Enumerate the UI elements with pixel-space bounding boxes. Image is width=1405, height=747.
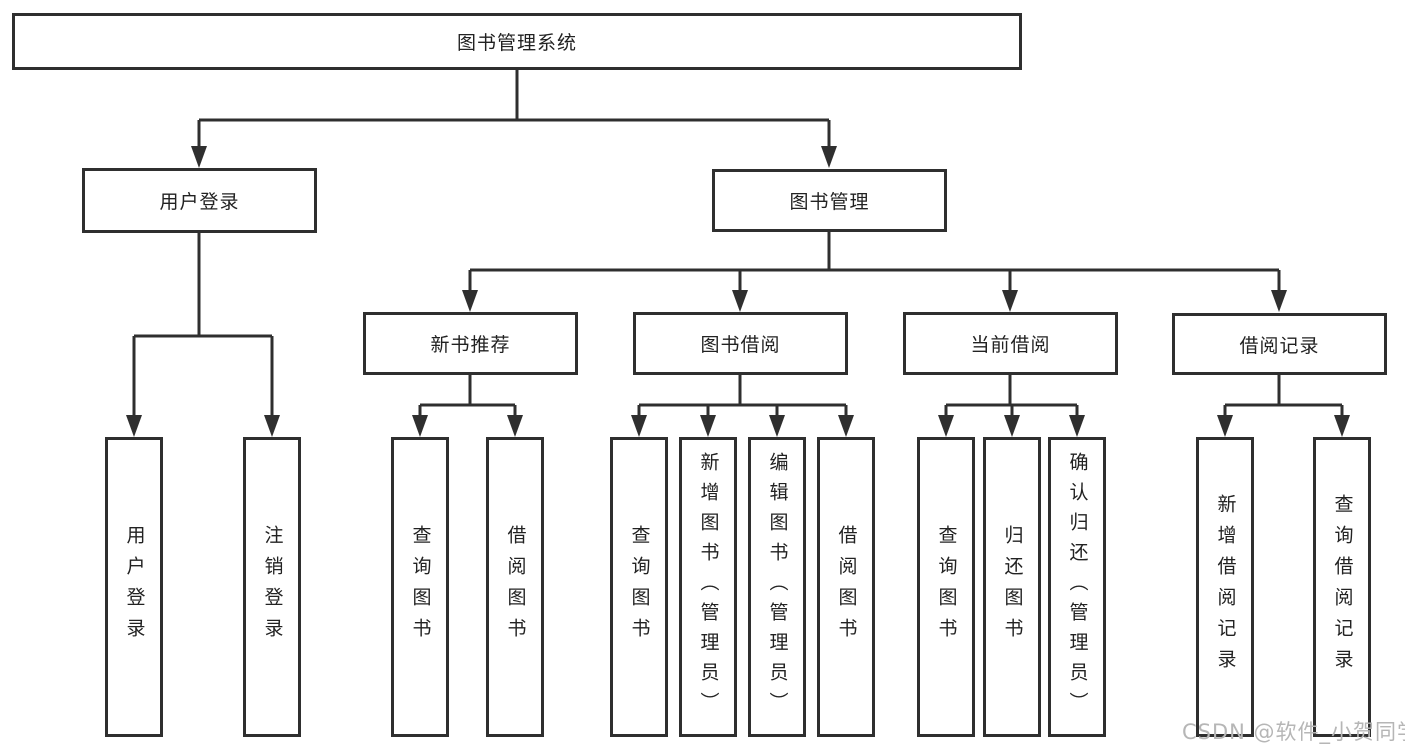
leaf-label: 借阅图书 [504,525,527,649]
leaf-label: 归还图书 [1001,525,1024,649]
leaf-query-books-current: 查询图书 [917,437,975,737]
edge-new-book-recommend-children [412,375,523,437]
node-borrow-records: 借阅记录 [1172,313,1387,375]
leaf-label: 查询借阅记录 [1331,494,1354,680]
node-label: 图书借阅 [700,334,781,356]
node-user-login: 用户登录 [82,168,317,233]
leaf-label: 查询图书 [409,525,432,649]
leaf-label: 编辑图书（管理员） [766,452,789,722]
node-label: 图书管理 [789,191,870,213]
leaf-add-book-admin: 新增图书（管理员） [679,437,737,737]
leaf-query-books-recommend: 查询图书 [391,437,449,737]
leaf-query-borrow-record: 查询借阅记录 [1313,437,1371,737]
node-label: 当前借阅 [970,334,1051,356]
leaf-label: 借阅图书 [835,525,858,649]
node-new-book-recommend: 新书推荐 [363,312,578,375]
csdn-watermark: CSDN @软件_小贺同学 [1182,720,1405,744]
edge-book-management-children [462,232,1287,312]
leaf-label: 查询图书 [935,525,958,649]
leaf-label: 查询图书 [628,525,651,649]
node-label: 新书推荐 [430,334,511,356]
leaf-user-login: 用户登录 [105,437,163,737]
leaf-label: 新增借阅记录 [1214,494,1237,680]
leaf-borrow-books-recommend: 借阅图书 [486,437,544,737]
leaf-confirm-return-admin: 确认归还（管理员） [1048,437,1106,737]
leaf-query-books-borrow: 查询图书 [610,437,668,737]
node-label: 借阅记录 [1239,334,1320,357]
leaf-edit-book-admin: 编辑图书（管理员） [748,437,806,737]
edge-user-login-children [126,233,280,437]
leaf-return-book: 归还图书 [983,437,1041,737]
leaf-logout: 注销登录 [243,437,301,737]
leaf-label: 确认归还（管理员） [1066,452,1089,722]
edge-current-borrow-children [938,375,1085,437]
leaf-label: 用户登录 [123,525,146,649]
node-book-management: 图书管理 [712,169,947,232]
leaf-label: 注销登录 [261,525,284,649]
node-label: 用户登录 [159,191,240,213]
node-current-borrow: 当前借阅 [903,312,1118,375]
leaf-borrow-books-borrow: 借阅图书 [817,437,875,737]
edge-book-borrow-children [631,375,854,437]
node-book-borrow: 图书借阅 [633,312,848,375]
leaf-add-borrow-record: 新增借阅记录 [1196,437,1254,737]
edge-root-to-level2 [191,70,837,168]
leaf-label: 新增图书（管理员） [697,452,720,722]
edge-borrow-records-children [1217,375,1350,437]
node-library-management-system: 图书管理系统 [12,13,1022,70]
node-label: 图书管理系统 [456,32,577,54]
